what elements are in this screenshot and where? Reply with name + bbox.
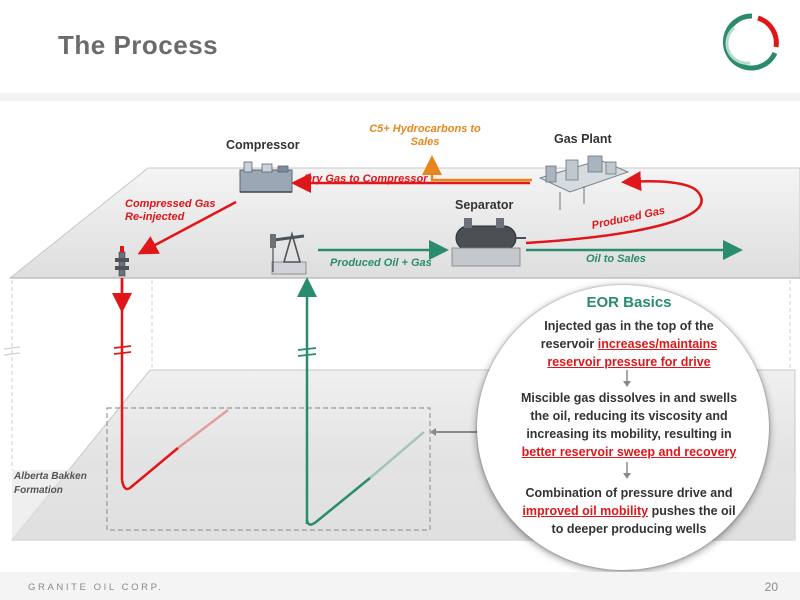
injection-well (112, 278, 229, 491)
flow-arrows (137, 155, 743, 260)
oil-to-sales-label: Oil to Sales (586, 253, 646, 265)
pumpjack-icon (270, 231, 307, 275)
break-marks (3, 346, 21, 356)
compressor-icon (239, 161, 293, 193)
eor-point-2: Miscible gas dissolves in and swells the… (520, 391, 738, 459)
company-name: GRANITE OIL CORP. (28, 582, 164, 593)
compressed-gas-arrow (137, 200, 237, 255)
separator-icon (451, 218, 526, 267)
dry-gas-label: Dry Gas to Compressor (304, 173, 428, 185)
wellhead-icon (115, 246, 129, 277)
gas-plant-icon (538, 155, 630, 210)
produced-oil-gas-label: Produced Oil + Gas (330, 257, 432, 269)
header-band (0, 93, 800, 101)
c5-arrow (422, 155, 532, 182)
formation-label: Alberta Bakken Formation (14, 471, 87, 496)
company-logo (722, 13, 779, 71)
compressor-label: Compressor (226, 138, 300, 152)
down-arrow-icon (623, 370, 631, 387)
compressed-gas-label: Compressed Gas Re-injected (125, 198, 216, 223)
gas-plant-label: Gas Plant (554, 132, 612, 146)
page-number: 20 (764, 580, 778, 594)
eor-point-1: Injected gas in the top of the reservoir… (540, 319, 718, 369)
eor-title: EOR Basics (586, 294, 672, 311)
page-title: The Process (58, 30, 219, 60)
eor-point-3: Combination of pressure drive and improv… (522, 486, 736, 536)
separator-label: Separator (455, 198, 514, 212)
c5-label: C5+ Hydrocarbons to Sales (369, 123, 481, 148)
reservoir-zone-box (106, 407, 431, 531)
produced-gas-arrow (525, 171, 703, 245)
footer-band (0, 572, 800, 600)
production-well (297, 277, 425, 526)
guide-lines (11, 280, 791, 470)
down-arrow-icon (623, 462, 631, 479)
eor-callout (477, 285, 769, 570)
